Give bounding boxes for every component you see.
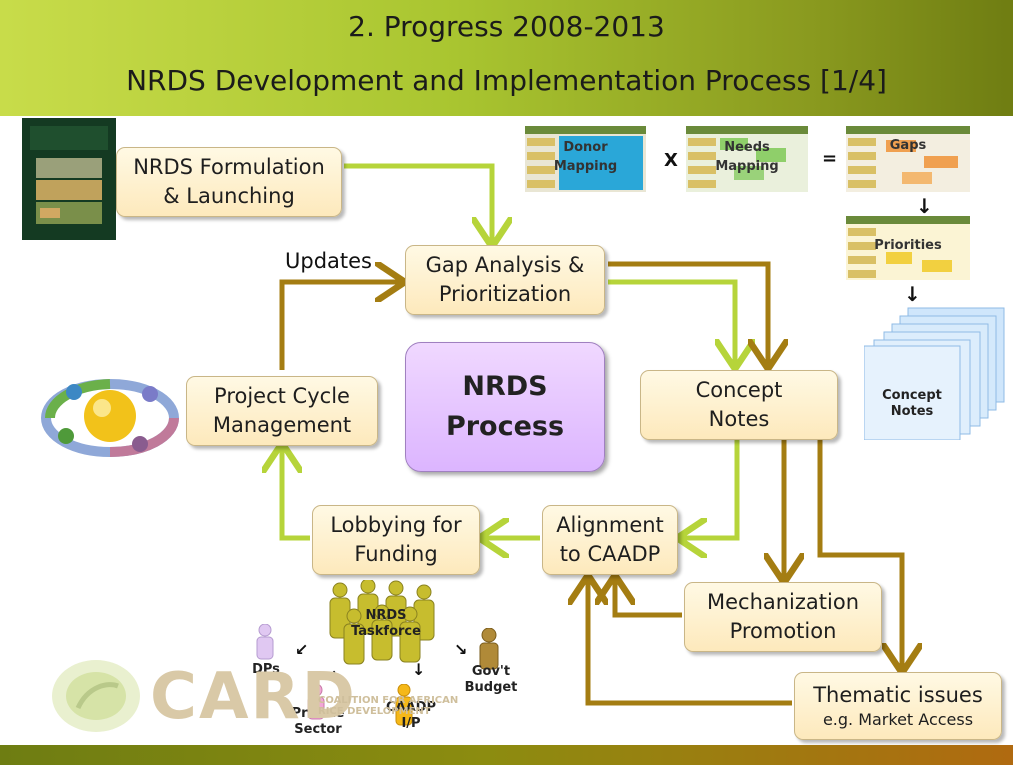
multiply-operator: X: [664, 150, 678, 171]
private-sector-figure: [307, 684, 325, 720]
arrow-to-private-sector: ↙: [324, 666, 338, 685]
donor-mapping-thumbnail: Donor Mapping: [525, 126, 646, 192]
arrow-gaps-to-priorities: ↓: [916, 194, 933, 218]
needs-mapping-label: Needs Mapping: [715, 140, 779, 174]
equals-operator: =: [822, 148, 838, 169]
thematic-issues-box: Thematic issues e.g. Market Access: [794, 672, 1002, 740]
nrds-book-cover-image: [22, 118, 116, 240]
govt-budget-figure: [479, 628, 499, 670]
slide-subtitle: NRDS Development and Implementation Proc…: [126, 64, 887, 97]
alignment-box: Alignment to CAADP: [542, 505, 678, 575]
concept-notes-box: Concept Notes: [640, 370, 838, 440]
caadp-figure: [395, 684, 413, 726]
pdca-cycle-image: [41, 379, 179, 457]
needs-mapping-thumbnail: Needs Mapping: [686, 126, 808, 192]
govt-budget-label: Gov't Budget: [464, 664, 518, 695]
arrow-gap-to-concept-dark: [608, 261, 768, 364]
updates-label: Updates: [285, 249, 372, 273]
gaps-label: Gaps: [889, 138, 927, 153]
arrow-priorities-to-concepts: ↓: [904, 282, 921, 306]
title-band: 2. Progress 2008-2013 NRDS Development a…: [0, 0, 1013, 116]
taskforce-people-image: [329, 580, 435, 665]
gaps-thumbnail: Gaps: [846, 126, 970, 192]
donor-mapping-label: Donor Mapping: [553, 140, 618, 174]
arrow-formulation-to-gap: [344, 163, 492, 242]
concept-notes-stack-label: Concept Notes: [882, 388, 942, 419]
arrow-to-dps: ↙: [295, 640, 309, 659]
card-logo-subtitle: COALITION FOR AFRICAN RICE DEVELOPMENT: [318, 695, 459, 717]
card-logo-mark: [52, 660, 140, 732]
dps-label: DPs: [252, 662, 280, 677]
concept-notes-stack-image: [864, 307, 1005, 440]
nrds-process-center: NRDS Process: [405, 342, 605, 472]
arrow-gap-to-concept-light: [608, 279, 735, 364]
card-logo-text: CARD: [150, 660, 357, 734]
arrow-project-to-gap-updates: [279, 282, 400, 370]
thematic-issues-label: Thematic issues: [813, 682, 983, 707]
priorities-label: Priorities: [874, 238, 942, 253]
slide-title: 2. Progress 2008-2013: [348, 10, 665, 43]
arrow-thematic-to-alignment: [588, 580, 792, 706]
taskforce-label: NRDS Taskforce: [351, 608, 421, 639]
nrds-formulation-box: NRDS Formulation & Launching: [116, 147, 342, 217]
priorities-thumbnail: Priorities: [846, 216, 970, 280]
arrow-to-caadp: ↓: [412, 660, 426, 679]
private-sector-label: Private Sector: [291, 706, 345, 737]
caadp-label: CAADP I/P: [386, 700, 436, 731]
arrow-concept-to-thematic: [817, 440, 902, 668]
project-cycle-box: Project Cycle Management: [186, 376, 378, 446]
arrow-concept-to-alignment: [682, 440, 740, 538]
arrow-mechanization-to-alignment: [615, 580, 682, 618]
arrow-lobbying-to-project: [282, 448, 310, 541]
thematic-issues-example: e.g. Market Access: [822, 709, 974, 729]
dps-figure: [256, 624, 274, 660]
arrow-to-govt-budget: ↘: [454, 640, 468, 659]
gap-analysis-box: Gap Analysis & Prioritization: [405, 245, 605, 315]
bottom-band: [0, 745, 1013, 765]
mechanization-box: Mechanization Promotion: [684, 582, 882, 652]
lobbying-box: Lobbying for Funding: [312, 505, 480, 575]
